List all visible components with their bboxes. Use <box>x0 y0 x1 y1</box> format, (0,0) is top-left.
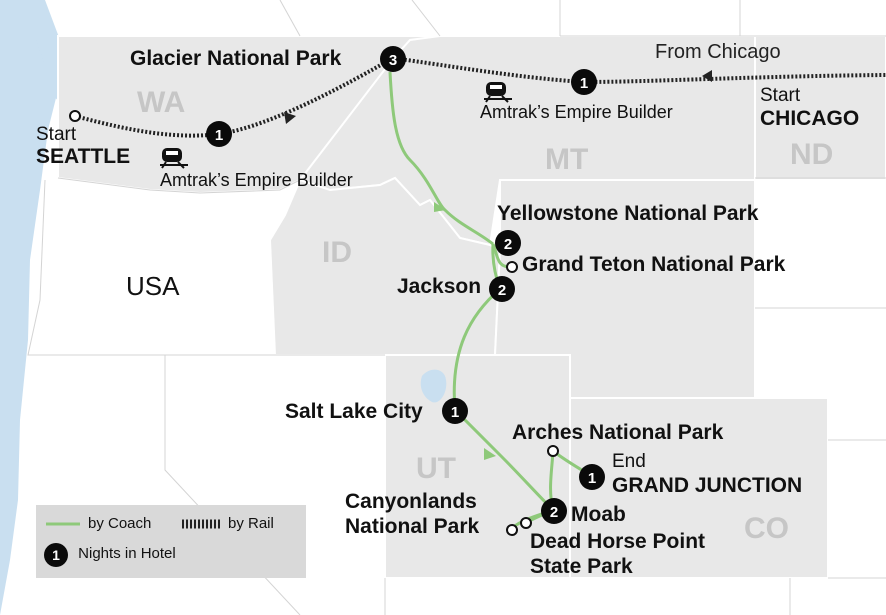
map-legend: by Coach by Rail 1 Nights in Hotel <box>36 505 306 578</box>
dead-horse-marker <box>520 517 532 529</box>
state-id <box>268 176 502 356</box>
start-east-city: CHICAGO <box>760 107 860 130</box>
place-dead-horse-line1: Dead Horse Point <box>530 530 706 553</box>
badge-grand-junction: 1 <box>579 464 605 490</box>
badge-rail-west: 1 <box>206 121 232 147</box>
badge-glacier-count: 3 <box>389 52 397 69</box>
place-salt-lake: Salt Lake City <box>285 400 423 423</box>
seattle-marker <box>69 110 81 122</box>
state-label-id: ID <box>322 236 352 269</box>
arches-marker <box>547 445 559 457</box>
end-word: End <box>612 451 646 472</box>
from-chicago-label: From Chicago <box>655 41 781 63</box>
badge-salt-lake: 1 <box>442 398 468 424</box>
badge-moab-count: 2 <box>550 504 558 521</box>
great-salt-lake <box>420 369 447 403</box>
legend-coach-label: by Coach <box>88 515 152 532</box>
train-icon <box>160 148 188 169</box>
rail-label-west: Amtrak’s Empire Builder <box>160 170 353 190</box>
state-label-mt: MT <box>545 143 589 176</box>
badge-moab: 2 <box>541 498 567 524</box>
country-label: USA <box>126 271 180 301</box>
place-moab: Moab <box>571 503 626 526</box>
place-grand-teton: Grand Teton National Park <box>522 253 786 276</box>
rail-direction-arrow-west <box>284 112 296 124</box>
badge-jackson-count: 2 <box>498 282 506 299</box>
train-icon <box>484 82 512 103</box>
place-yellowstone: Yellowstone National Park <box>497 202 759 225</box>
rail-direction-arrow-east <box>702 70 712 82</box>
legend-swatches <box>46 519 222 529</box>
state-borders <box>27 0 886 615</box>
start-west-city: SEATTLE <box>36 145 131 168</box>
start-east-word: Start <box>760 85 801 106</box>
grand-teton-marker <box>506 261 518 273</box>
canyonlands-marker <box>506 524 518 536</box>
state-label-wa: WA <box>137 86 186 119</box>
coach-direction-arrow-north <box>434 202 446 212</box>
badge-jackson: 2 <box>489 276 515 302</box>
badge-salt-lake-count: 1 <box>451 404 459 421</box>
legend-nights-label: Nights in Hotel <box>78 545 176 562</box>
place-canyonlands-line1: Canyonlands <box>345 490 477 513</box>
state-label-co: CO <box>744 512 789 545</box>
state-label-nd: ND <box>790 138 834 171</box>
legend-rail-label: by Rail <box>228 515 274 532</box>
badge-yellowstone-count: 2 <box>504 236 512 253</box>
rail-label-east: Amtrak’s Empire Builder <box>480 102 673 122</box>
place-jackson: Jackson <box>397 275 482 298</box>
badge-grand-junction-count: 1 <box>588 470 596 487</box>
end-city: GRAND JUNCTION <box>612 474 803 497</box>
place-arches: Arches National Park <box>512 421 724 444</box>
pacific-ocean <box>0 0 60 615</box>
badge-yellowstone: 2 <box>495 230 521 256</box>
start-west-word: Start <box>36 124 77 145</box>
coach-direction-arrow-south <box>484 448 496 460</box>
state-label-ut: UT <box>416 452 456 485</box>
badge-rail-east-count: 1 <box>580 75 588 92</box>
legend-nights-row: 1 Nights in Hotel <box>44 543 176 567</box>
place-canyonlands-line2: National Park <box>345 515 480 538</box>
legend-nights-badge: 1 <box>44 543 68 567</box>
place-dead-horse-line2: State Park <box>530 555 633 578</box>
badge-rail-east: 1 <box>571 69 597 95</box>
badge-rail-west-count: 1 <box>215 127 223 144</box>
place-glacier: Glacier National Park <box>130 47 342 70</box>
badge-glacier: 3 <box>380 46 406 72</box>
